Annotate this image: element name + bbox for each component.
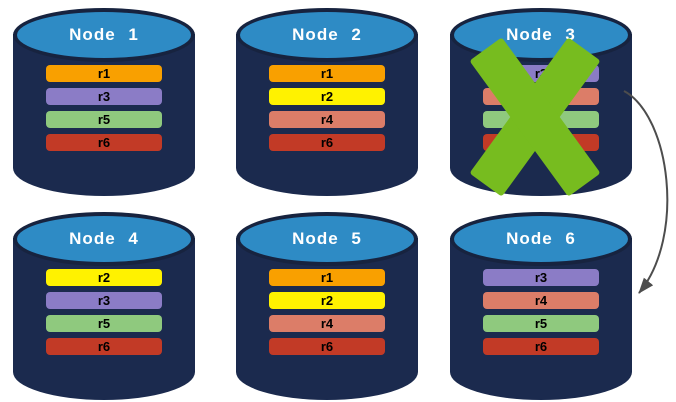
node-5: Node 5 r1 r2 r4 r6 — [236, 212, 418, 400]
replica-bar: r6 — [46, 134, 162, 151]
node-4-replica-list: r2 r3 r5 r6 — [46, 269, 162, 355]
replica-bar: r2 — [46, 269, 162, 286]
replica-bar: r6 — [483, 338, 599, 355]
node-6-title: Node 6 — [506, 229, 576, 248]
node-2-cylinder-top — [236, 8, 418, 62]
node-5-title: Node 5 — [292, 229, 362, 248]
replica-bar: r5 — [46, 111, 162, 128]
node-6: Node 6 r3 r4 r5 r6 — [450, 212, 632, 400]
node-3-cylinder-top — [450, 8, 632, 62]
node-5-replica-list: r1 r2 r4 r6 — [269, 269, 385, 355]
replica-bar: r6 — [269, 134, 385, 151]
replica-bar: r3 — [46, 292, 162, 309]
replica-bar: r1 — [269, 269, 385, 286]
node-1: Node 1 r1 r3 r5 r6 — [13, 8, 195, 196]
replica-bar: r1 — [46, 65, 162, 82]
node-2: Node 2 r1 r2 r4 r6 — [236, 8, 418, 196]
replica-bar: r3 — [483, 269, 599, 286]
replica-bar: r4 — [269, 111, 385, 128]
node-6-replica-list: r3 r4 r5 r6 — [483, 269, 599, 355]
replica-bar: r5 — [46, 315, 162, 332]
replica-bar: r2 — [269, 292, 385, 309]
node-2-replica-list: r1 r2 r4 r6 — [269, 65, 385, 151]
replica-bar: r5 — [483, 315, 599, 332]
replica-bar: r3 — [46, 88, 162, 105]
node-1-replica-list: r1 r3 r5 r6 — [46, 65, 162, 151]
node-1-title: Node 1 — [69, 25, 139, 44]
replica-bar: r6 — [46, 338, 162, 355]
replica-bar: r1 — [269, 65, 385, 82]
node-4-title: Node 4 — [69, 229, 139, 248]
failure-x-icon — [469, 37, 601, 197]
node-1-cylinder-top — [13, 8, 195, 62]
node-5-cylinder-top — [236, 212, 418, 266]
replica-bar: r2 — [269, 88, 385, 105]
replica-bar: r6 — [269, 338, 385, 355]
node-3-title: Node 3 — [506, 25, 576, 44]
node-2-title: Node 2 — [292, 25, 362, 44]
replica-bar: r4 — [269, 315, 385, 332]
node-4: Node 4 r2 r3 r5 r6 — [13, 212, 195, 400]
node-4-cylinder-top — [13, 212, 195, 266]
replica-bar: r4 — [483, 292, 599, 309]
